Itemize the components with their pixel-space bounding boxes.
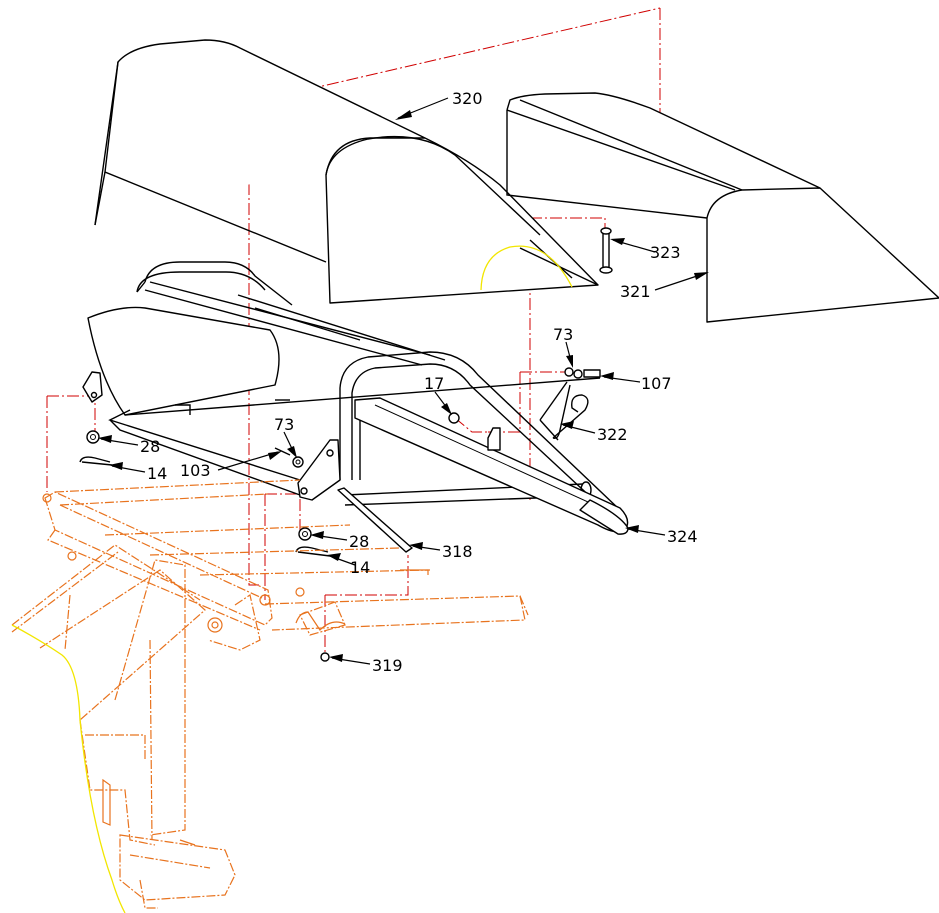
leaders — [98, 97, 709, 665]
frame-assembly — [82, 261, 629, 533]
callout-318: 318 — [442, 542, 473, 561]
callout-14-left: 14 — [147, 464, 167, 483]
callout-320: 320 — [452, 89, 483, 108]
spring-clip-322 — [539, 381, 589, 441]
callout-107: 107 — [641, 374, 672, 393]
callout-labels: 320 323 321 73 107 17 322 28 14 73 103 2… — [140, 89, 698, 675]
callout-17: 17 — [424, 374, 444, 393]
callout-14-lower: 14 — [350, 558, 370, 577]
hopper-cover-321 — [506, 92, 939, 323]
callout-28-left: 28 — [140, 437, 160, 456]
callout-324: 324 — [667, 527, 698, 546]
callout-322: 322 — [597, 425, 628, 444]
callout-321: 321 — [620, 282, 651, 301]
callout-319: 319 — [372, 656, 403, 675]
hitch-highlight — [11, 624, 126, 913]
callout-73-mid: 73 — [274, 415, 294, 434]
hitch-frame — [11, 479, 529, 909]
callout-28-lower: 28 — [349, 532, 369, 551]
hopper-cover-320 — [94, 39, 599, 304]
hardware — [79, 367, 601, 662]
callout-323: 323 — [650, 243, 681, 262]
callout-103: 103 — [180, 461, 211, 480]
pin-323 — [599, 227, 613, 274]
callout-73-upper: 73 — [553, 325, 573, 344]
